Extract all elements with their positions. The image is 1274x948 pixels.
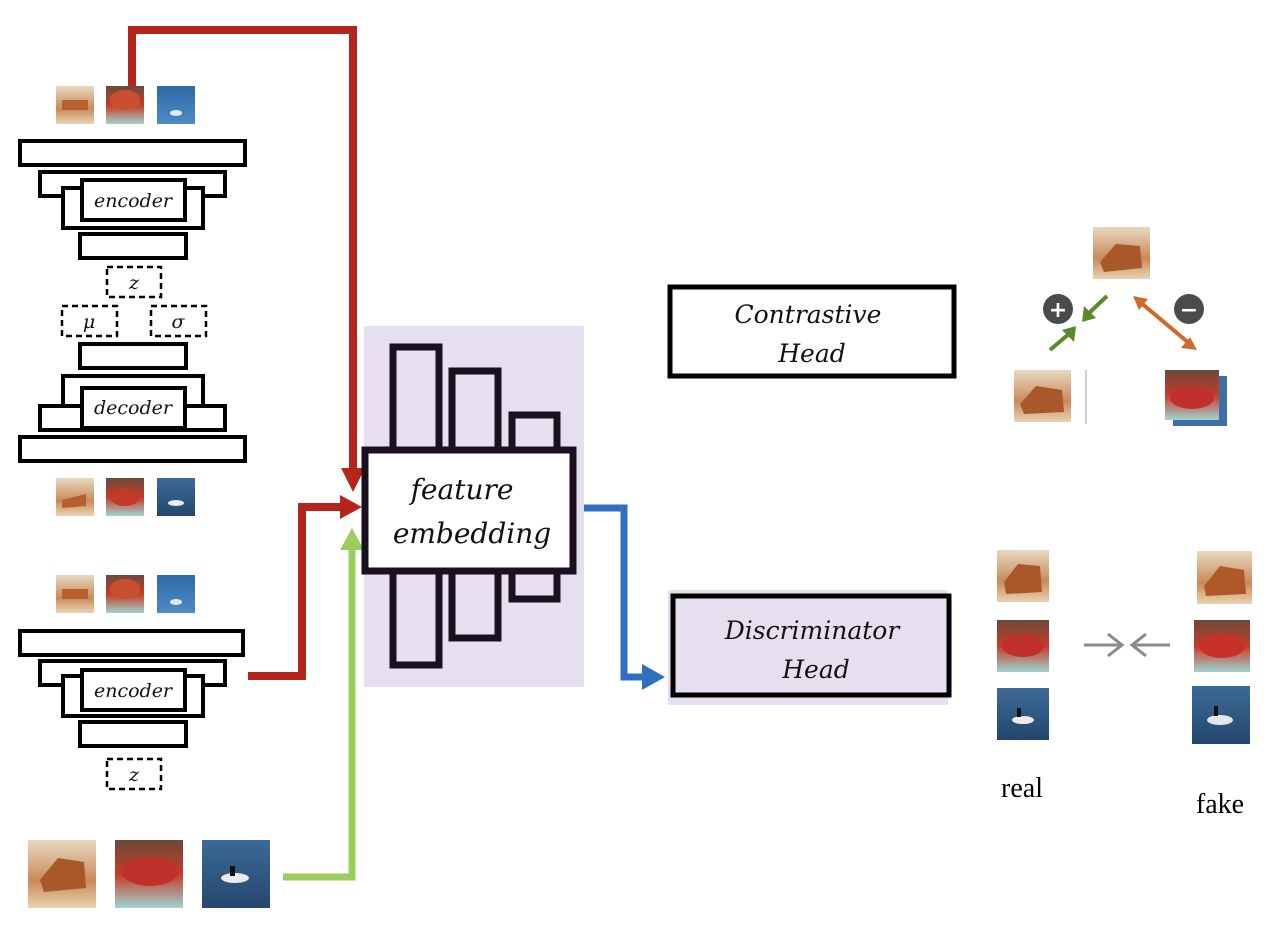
fake-column xyxy=(1192,551,1252,744)
red-arrow-bottom-head xyxy=(340,495,362,519)
encoder-input-thumbnails xyxy=(56,575,195,613)
encoder-block-bottom: encoder z xyxy=(18,629,245,791)
red-arrow-top xyxy=(128,26,357,480)
contrastive-label-line2: Head xyxy=(777,339,846,368)
decoder-label: decoder xyxy=(94,397,174,419)
discriminator-head-box xyxy=(670,593,952,698)
backbone-network: feature embedding xyxy=(361,343,577,669)
sigma-label: σ xyxy=(172,311,186,333)
svg-text:+: + xyxy=(1049,298,1067,323)
feature-label-line2: embedding xyxy=(393,517,551,550)
minus-icon xyxy=(1174,294,1204,324)
fake-label: fake xyxy=(1196,789,1244,820)
contrastive-head-box xyxy=(667,284,957,379)
green-arrow-head xyxy=(340,528,364,550)
svg-text:−: − xyxy=(1180,298,1198,323)
encoder-label-top: encoder xyxy=(94,190,174,212)
feature-label-line1: feature xyxy=(409,473,514,506)
encoder-label-bottom: encoder xyxy=(94,680,174,702)
attract-arrows xyxy=(1084,632,1170,658)
discriminator-label-line1: Discriminator xyxy=(724,616,902,645)
thumb-bird xyxy=(157,86,195,124)
red-arrow-bottom xyxy=(248,503,345,680)
green-arrow xyxy=(283,545,356,881)
z-label-bottom: z xyxy=(128,764,140,786)
contrastive-illustration: + − xyxy=(1014,227,1227,426)
red-arrow-top-head xyxy=(341,468,365,492)
blue-arrow-head xyxy=(642,664,665,690)
z-label-top: z xyxy=(128,272,140,294)
real-label: real xyxy=(1001,773,1043,804)
reconstructed-thumbnails xyxy=(56,478,195,516)
vae-block: encoder z μ σ decoder xyxy=(18,139,247,463)
plus-icon xyxy=(1043,294,1073,324)
real-column xyxy=(997,550,1049,740)
real-input-thumbnails xyxy=(28,840,270,908)
blue-arrow xyxy=(584,504,648,681)
discriminator-label-line2: Head xyxy=(781,655,850,684)
contrastive-label-line1: Contrastive xyxy=(735,300,882,329)
feature-embedding-box xyxy=(361,446,577,575)
top-input-thumbnails xyxy=(56,86,195,124)
mu-label: μ xyxy=(83,311,95,333)
